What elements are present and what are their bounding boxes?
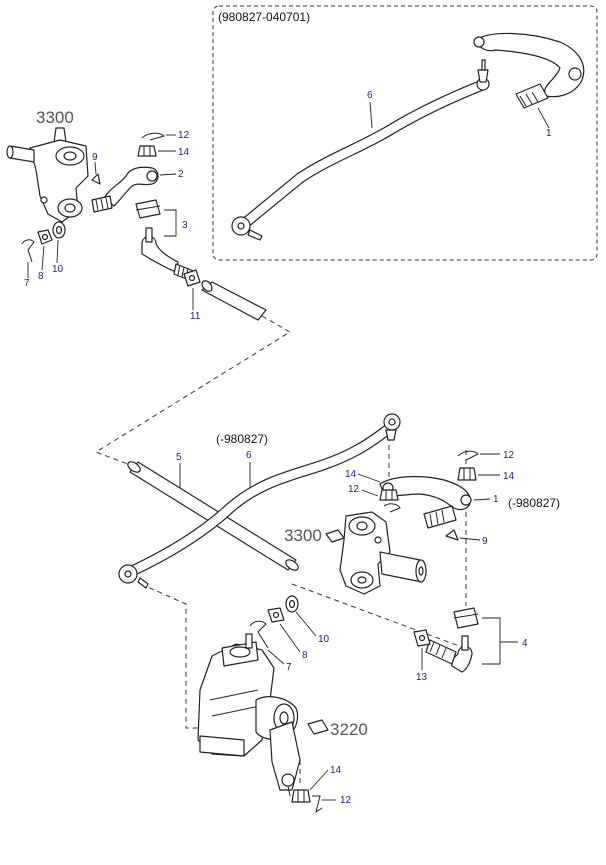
castle-nut-right — [457, 467, 477, 481]
cotter-pin-mid — [383, 503, 401, 513]
callout-r-12: 12 — [503, 450, 515, 461]
clip-top — [91, 173, 101, 185]
assembly-guide-lines — [94, 315, 471, 786]
callout-r-1: 1 — [493, 494, 499, 505]
callout-r-9: 9 — [482, 536, 488, 547]
callout-r-14: 14 — [503, 471, 515, 482]
nut-mid — [267, 607, 285, 623]
callout-m-13: 13 — [416, 672, 428, 683]
callout-m-14: 14 — [345, 469, 357, 480]
cotter-pin-left — [21, 239, 35, 263]
inset-box-label: (980827-040701) — [218, 10, 310, 24]
callout-m-12: 12 — [348, 484, 360, 495]
steering-arm-right — [379, 475, 472, 529]
callout-tl-7: 7 — [24, 278, 30, 289]
cotter-pin-top — [141, 132, 165, 141]
steering-knuckle-top — [6, 139, 89, 223]
nut-left — [37, 229, 53, 245]
callout-m-7: 7 — [286, 662, 292, 673]
cotter-pin-mid-lower — [249, 620, 269, 649]
callout-tl-8: 8 — [38, 271, 44, 282]
ref-3220: 3220 — [330, 720, 368, 739]
ref-pointer-3300-mid — [325, 529, 345, 543]
clip-right — [445, 529, 459, 541]
callout-lower-6: 6 — [246, 450, 252, 461]
callout-tl-3: 3 — [182, 220, 188, 231]
steering-arm-top — [91, 166, 159, 213]
castle-nut-bottom — [291, 789, 311, 803]
variant-label-right: (-980827) — [508, 496, 560, 510]
steering-knuckle-mid — [339, 511, 427, 595]
variant-label-lower: (-980827) — [216, 432, 268, 446]
lock-nut-mid — [413, 629, 431, 647]
callout-tl-9: 9 — [92, 152, 98, 163]
callout-tl-11: 11 — [190, 311, 201, 322]
callout-tl-10: 10 — [52, 264, 64, 275]
callout-b-14: 14 — [330, 765, 342, 776]
callout-tl-12: 12 — [178, 130, 190, 141]
callout-box-1: 1 — [546, 128, 552, 139]
callout-r-4: 4 — [522, 638, 528, 649]
inset-arm — [473, 32, 585, 109]
inset-tie-rod — [231, 59, 490, 241]
ref-pointer-3220 — [307, 719, 329, 735]
callout-lower-5: 5 — [176, 452, 182, 463]
callout-m-10: 10 — [318, 634, 330, 645]
castle-nut-mid — [379, 489, 399, 501]
callout-m-8: 8 — [302, 650, 308, 661]
lock-nut-top — [183, 269, 201, 287]
castle-nut-top — [137, 145, 157, 157]
ref-3300-top: 3300 — [36, 108, 74, 127]
tie-rod-lower — [118, 413, 401, 589]
adjusting-sleeve-top — [201, 280, 267, 321]
washer-mid — [285, 595, 299, 613]
ref-3300-mid: 3300 — [284, 526, 322, 545]
tie-rod-end-right — [425, 607, 479, 673]
callout-tl-14: 14 — [178, 147, 190, 158]
callout-b-12: 12 — [340, 795, 352, 806]
washer-left — [52, 221, 66, 239]
cotter-pin-right — [457, 450, 479, 461]
tie-rod-end-top — [135, 199, 197, 283]
cotter-pin-bottom — [312, 795, 323, 814]
callout-tl-2: 2 — [178, 169, 184, 180]
steering-gear-box — [197, 633, 299, 757]
inset-box: (980827-040701) — [212, 5, 598, 261]
callout-box-6: 6 — [367, 90, 373, 101]
pitman-arm — [269, 721, 301, 797]
